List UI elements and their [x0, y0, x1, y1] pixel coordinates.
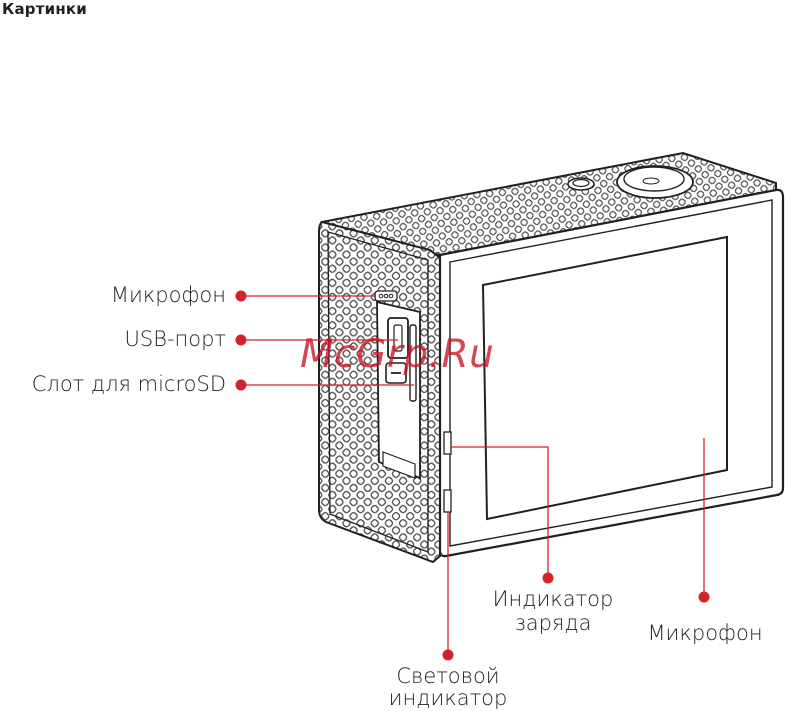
callout-dot	[236, 291, 247, 302]
callout-dot	[236, 335, 247, 346]
label-usb: USB-порт	[60, 327, 226, 351]
charge-indicator-icon	[444, 432, 451, 454]
callout-dot	[443, 650, 454, 661]
label-charge-line1: Индикатор	[478, 587, 628, 611]
small-top-button-icon	[568, 178, 594, 190]
light-indicator-icon	[444, 490, 451, 512]
label-light-line2: индикатор	[373, 686, 523, 710]
callout-dot	[543, 573, 554, 584]
side-microphone-icon	[375, 291, 397, 301]
shutter-button-icon	[617, 166, 693, 198]
watermark-text: McGrp.Ru	[300, 332, 494, 377]
label-mic-side: Микрофон	[60, 283, 226, 307]
callout-dot	[699, 592, 710, 603]
label-mic-front: Микрофон	[630, 621, 780, 645]
callout-dot	[236, 380, 247, 391]
camera-screen	[483, 237, 727, 519]
label-light-line1: Световой	[373, 664, 523, 688]
label-microsd: Слот для microSD	[0, 372, 226, 396]
label-charge-line2: заряда	[478, 611, 628, 635]
